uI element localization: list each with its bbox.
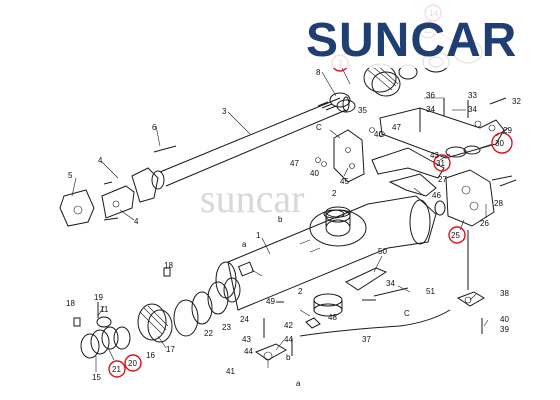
callout-21: 21 xyxy=(112,365,121,374)
callout-22: 22 xyxy=(204,329,213,338)
callout-36: 36 xyxy=(426,91,435,100)
suncar-logo: SUNCAR xyxy=(300,4,558,68)
callout-44b: 44 xyxy=(244,347,253,356)
seal-stack-lower xyxy=(80,316,119,359)
callout-2b: 2 xyxy=(298,287,303,296)
callout-C1: C xyxy=(316,123,322,132)
hardware-bolts xyxy=(315,127,513,181)
callout-32: 32 xyxy=(512,97,521,106)
callout-18: 18 xyxy=(164,261,173,270)
plug-18b xyxy=(163,267,171,277)
callout-a2: a xyxy=(296,379,301,388)
callout-6: 6 xyxy=(152,123,157,132)
bolt-51 xyxy=(373,287,409,297)
mount-bracket xyxy=(333,129,365,183)
callout-1: 1 xyxy=(256,231,261,240)
callout-20: 20 xyxy=(128,359,137,368)
callout-a1: a xyxy=(242,240,247,249)
highlight-25 xyxy=(448,226,466,244)
callout-34c: 34 xyxy=(386,279,395,288)
callout-15: 15 xyxy=(92,373,101,382)
callout-11: 11 xyxy=(100,305,109,314)
callout-46: 46 xyxy=(432,191,441,200)
callout-29: 29 xyxy=(503,126,512,135)
lower-linkage xyxy=(254,293,343,361)
callout-50: 50 xyxy=(378,247,387,256)
callout-17: 17 xyxy=(166,345,175,354)
callout-8: 8 xyxy=(316,68,321,77)
callout-33: 33 xyxy=(468,91,477,100)
callout-44a: 44 xyxy=(284,335,293,344)
callout-labels: 14 12 7 8 3 6 4 4 5 36 33 34 34 32 35 29… xyxy=(66,9,521,388)
callout-23: 23 xyxy=(222,323,231,332)
callout-27: 27 xyxy=(438,175,447,184)
callout-40c: 40 xyxy=(500,315,509,324)
o-ring-25 xyxy=(434,200,446,216)
callout-5: 5 xyxy=(68,171,73,180)
callout-45: 45 xyxy=(340,177,349,186)
callout-43a: 43 xyxy=(430,151,439,160)
callout-30: 30 xyxy=(495,139,504,148)
callout-4a: 4 xyxy=(98,156,103,165)
top-bracket xyxy=(379,97,507,159)
callout-18b: 18 xyxy=(66,299,75,308)
highlight-20 xyxy=(124,354,142,372)
callout-39: 39 xyxy=(500,325,509,334)
callout-47a: 47 xyxy=(392,123,401,132)
joint-end xyxy=(456,230,485,334)
callout-43b: 43 xyxy=(242,335,251,344)
callout-34a: 34 xyxy=(426,105,435,114)
callout-3: 3 xyxy=(222,107,227,116)
callout-16: 16 xyxy=(146,351,155,360)
seal-31 xyxy=(445,146,467,158)
callout-b1: b xyxy=(278,215,283,224)
callout-2a: 2 xyxy=(332,189,337,198)
callout-C2: C xyxy=(404,309,410,318)
callout-34b: 34 xyxy=(468,105,477,114)
callout-40b: 40 xyxy=(310,169,319,178)
callout-24: 24 xyxy=(240,315,249,324)
logo-text: SUNCAR xyxy=(306,14,517,67)
highlight-31 xyxy=(433,154,451,172)
watermark-text: suncar xyxy=(200,176,304,221)
drive-shaft xyxy=(151,96,350,190)
callout-26: 26 xyxy=(480,219,489,228)
callout-35: 35 xyxy=(358,106,367,115)
bolt-6 xyxy=(153,145,177,153)
callout-41: 41 xyxy=(226,367,235,376)
leader-lines xyxy=(71,29,509,372)
callout-4b: 4 xyxy=(134,217,139,226)
callout-47b: 47 xyxy=(290,159,299,168)
callout-25: 25 xyxy=(451,231,460,240)
lever-linkage xyxy=(371,147,445,197)
callout-19: 19 xyxy=(94,293,103,302)
callout-28: 28 xyxy=(494,199,503,208)
plug-18a xyxy=(73,317,81,327)
rod-37 xyxy=(299,309,451,337)
callout-48: 48 xyxy=(328,313,337,322)
valve-block xyxy=(445,169,517,227)
callout-b2: b xyxy=(286,353,291,362)
callout-49: 49 xyxy=(266,297,275,306)
callout-38: 38 xyxy=(500,289,509,298)
callout-51: 51 xyxy=(426,287,435,296)
arm-50 xyxy=(344,267,388,291)
callout-37: 37 xyxy=(362,335,371,344)
yoke-assembly xyxy=(59,167,159,227)
callout-40a: 40 xyxy=(374,130,383,139)
callout-31: 31 xyxy=(436,159,445,168)
bearing-stack xyxy=(113,277,241,350)
highlight-21 xyxy=(108,360,126,378)
sleeve-center xyxy=(323,209,345,219)
highlight-30 xyxy=(491,132,513,154)
seal-30 xyxy=(463,145,481,155)
callout-42: 42 xyxy=(284,321,293,330)
